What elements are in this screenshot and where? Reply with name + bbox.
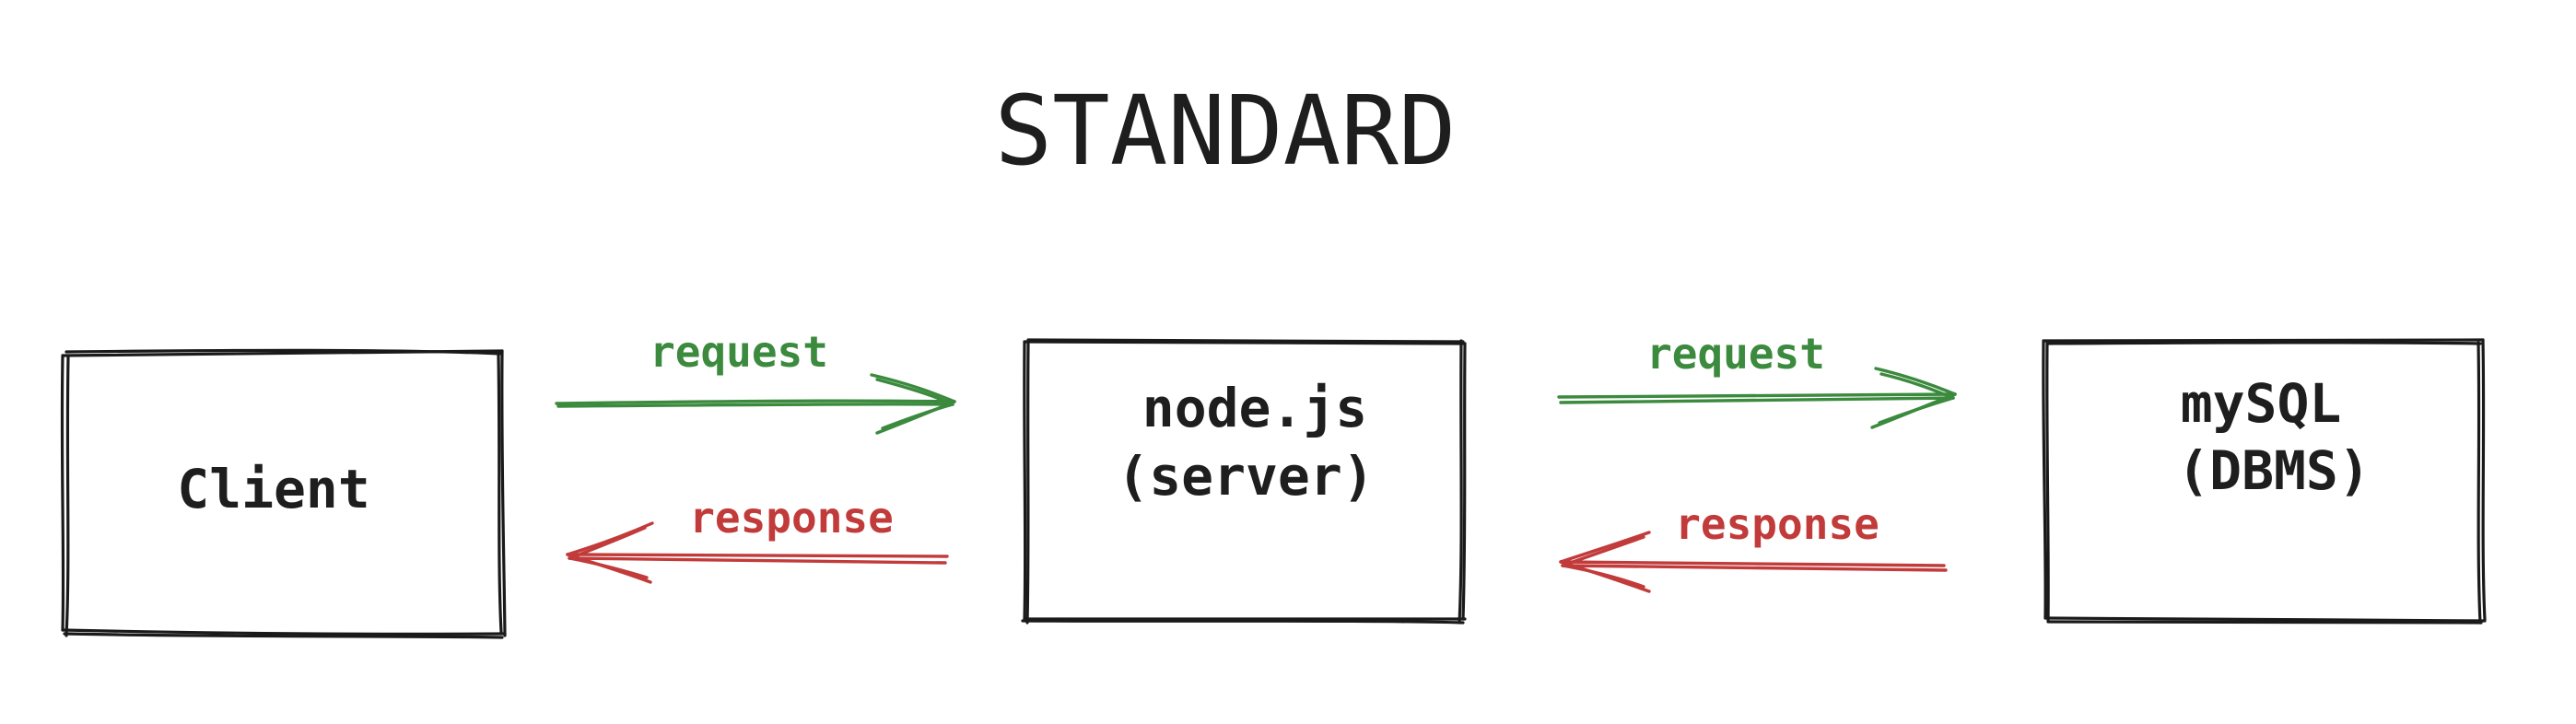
client-label: Client xyxy=(177,458,370,520)
server-label-line2: (server) xyxy=(1117,445,1374,508)
diagram-title: STANDARD xyxy=(995,75,1457,187)
response-label-1: response xyxy=(689,493,894,543)
client-box: Client xyxy=(60,348,507,639)
response-arrow-server-to-client: response xyxy=(566,493,949,584)
response-label-2: response xyxy=(1675,499,1879,549)
server-box: node.js (server) xyxy=(1021,338,1467,625)
request-label-1: request xyxy=(650,327,828,377)
database-label-line1: mySQL xyxy=(2181,372,2342,435)
database-box: mySQL (DBMS) xyxy=(2042,337,2487,625)
request-arrow-server-to-database: request xyxy=(1557,329,1957,429)
response-arrow-database-to-server: response xyxy=(1559,499,1948,593)
database-label-line2: (DBMS) xyxy=(2177,439,2371,502)
request-arrow-client-to-server: request xyxy=(555,327,956,435)
server-label-line1: node.js xyxy=(1142,377,1367,439)
request-label-2: request xyxy=(1646,329,1825,379)
